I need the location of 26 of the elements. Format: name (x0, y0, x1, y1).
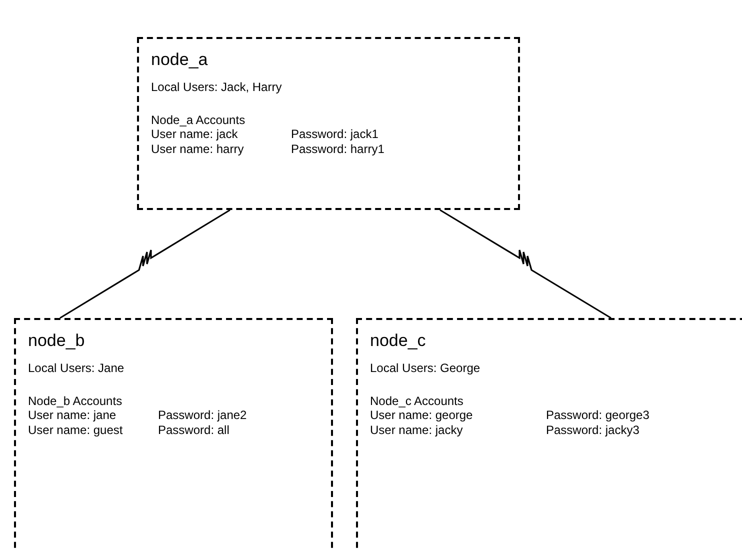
local-users-text: Local Users: Jane (28, 362, 124, 374)
node-box (137, 37, 520, 210)
node-title: node_c (370, 332, 426, 349)
user-name-text: User name: jane (28, 409, 118, 421)
password-text: Password: george3 (546, 409, 650, 421)
password-text: Password: jack1 (291, 128, 380, 140)
password-text: Password: jacky3 (546, 424, 640, 436)
user-name-text: User name: harry (151, 143, 245, 155)
node-title: node_b (28, 332, 85, 349)
user-name-text: User name: jacky (370, 424, 464, 436)
user-name-text: User name: guest (28, 424, 124, 436)
node-box (356, 318, 742, 549)
user-name-text: User name: george (370, 409, 474, 421)
password-text: Password: harry1 (291, 143, 384, 155)
lightning-link (60, 209, 230, 319)
node-title: node_a (151, 51, 208, 68)
local-users-text: Local Users: Jack, Harry (151, 81, 282, 93)
lightning-link (440, 209, 612, 319)
user-name-text: User name: jack (151, 128, 239, 140)
password-text: Password: all (158, 424, 230, 436)
accounts-heading: Node_b Accounts (28, 395, 122, 407)
node-box (14, 318, 333, 549)
accounts-heading: Node_a Accounts (151, 114, 246, 126)
password-text: Password: jane2 (158, 409, 247, 421)
accounts-heading: Node_c Accounts (370, 395, 464, 407)
local-users-text: Local Users: George (370, 362, 480, 374)
